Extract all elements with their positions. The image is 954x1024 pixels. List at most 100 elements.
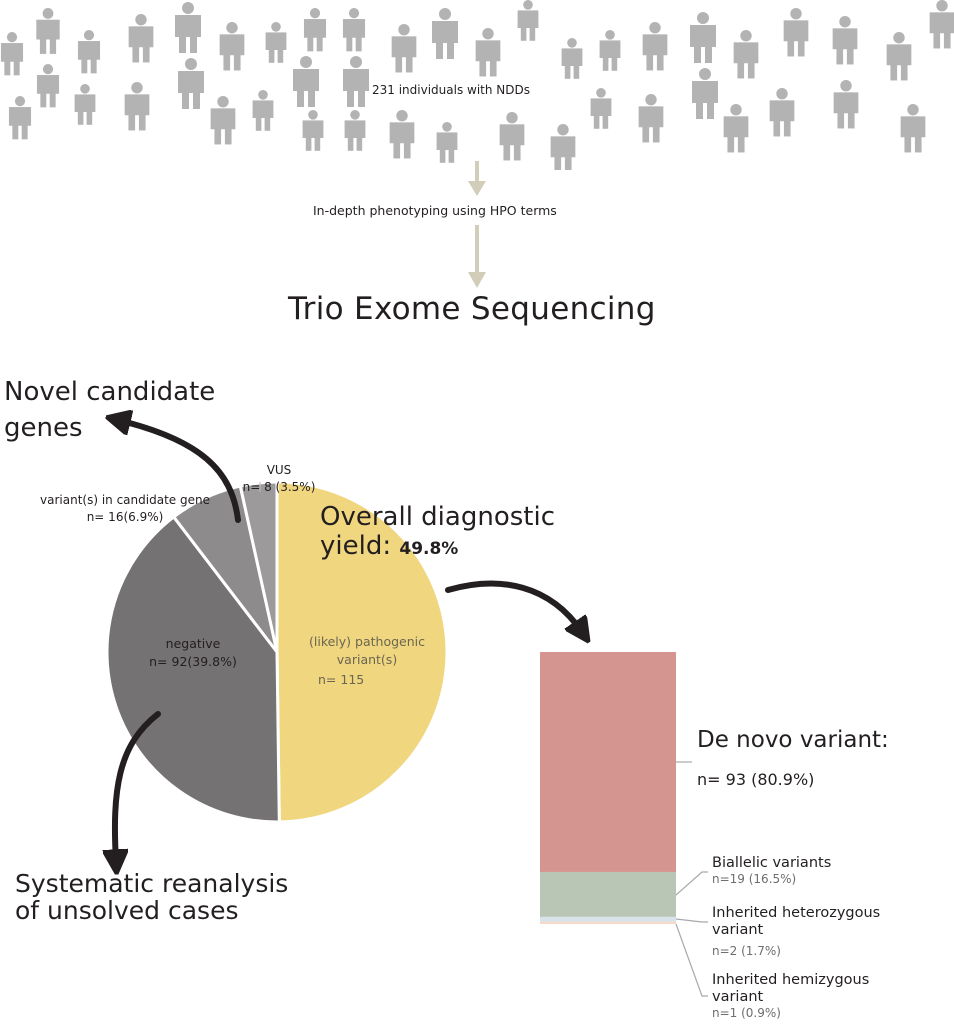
pie-slice-likely-pathogenic-variant-s bbox=[275, 480, 449, 824]
person-icon bbox=[175, 2, 201, 53]
heterozygous-count: n=2 (1.7%) bbox=[712, 944, 781, 958]
bar-segment-inherited-hemizygous-variant bbox=[540, 921, 676, 924]
person-icon bbox=[886, 32, 912, 81]
pie-label-candidate-gene: variant(s) in candidate gene n= 16(6.9%) bbox=[20, 492, 230, 526]
person-icon bbox=[265, 22, 287, 63]
person-icon bbox=[769, 88, 795, 137]
overall-yield-line-2: yield: 49.8% bbox=[320, 532, 555, 564]
hemizygous-title-line-1: Inherited hemizygous bbox=[712, 972, 870, 988]
person-icon bbox=[128, 14, 154, 63]
hemizygous-title-line-2: variant bbox=[712, 989, 764, 1005]
person-icon bbox=[590, 88, 612, 129]
pie-slice-vus bbox=[238, 480, 279, 654]
person-icon bbox=[833, 80, 859, 129]
flow-arrow-1 bbox=[468, 161, 486, 196]
person-icon bbox=[550, 124, 576, 170]
person-icon bbox=[293, 56, 319, 107]
pathogenic-title-line-2: variant(s) bbox=[336, 652, 398, 667]
heterozygous-title-line-1: Inherited heterozygous bbox=[712, 905, 881, 921]
person-icon bbox=[900, 104, 926, 153]
pie-label-negative: negative n= 92(39.8%) bbox=[128, 635, 258, 671]
bar-segment-de-novo-variant bbox=[540, 652, 676, 872]
person-icon bbox=[690, 12, 716, 63]
person-icon bbox=[36, 64, 60, 108]
person-icon bbox=[475, 28, 501, 77]
flow-arrow-1-head bbox=[468, 181, 486, 196]
person-icon bbox=[499, 112, 525, 161]
novel-genes-line-2: genes bbox=[4, 413, 83, 443]
cohort-people-icons bbox=[0, 0, 954, 170]
person-icon bbox=[74, 84, 96, 125]
person-icon bbox=[391, 24, 417, 73]
biallelic-title: Biallelic variants bbox=[712, 855, 832, 871]
person-icon bbox=[0, 32, 24, 76]
heterozygous-title-line-2: variant bbox=[712, 922, 764, 938]
hemizygous-leader-line bbox=[675, 923, 708, 997]
overall-yield-label: Overall diagnostic yield: 49.8% bbox=[320, 503, 555, 564]
denovo-title: De novo variant: bbox=[697, 727, 889, 753]
reanalysis-line-1: Systematic reanalysis bbox=[15, 869, 289, 898]
negative-title: negative bbox=[165, 636, 221, 651]
candidate-gene-count: n= 16(6.9%) bbox=[86, 510, 164, 524]
person-icon bbox=[638, 94, 664, 143]
pie-label-pathogenic: (likely) pathogenic variant(s) bbox=[292, 633, 442, 669]
person-icon bbox=[692, 68, 718, 119]
reanalysis-label: Systematic reanalysis of unsolved cases bbox=[15, 870, 288, 924]
person-icon bbox=[783, 8, 809, 57]
novel-genes-arrow bbox=[118, 420, 241, 523]
bar-segment-inherited-heterozygous-variant bbox=[540, 916, 676, 922]
phenotyping-step-label: In-depth phenotyping using HPO terms bbox=[313, 203, 557, 218]
person-icon bbox=[389, 110, 415, 159]
yield-to-bar-arrow bbox=[445, 580, 582, 632]
person-icon bbox=[929, 0, 954, 49]
diagnostic-outcome-pie-chart bbox=[105, 480, 449, 824]
pie-slice-negative bbox=[105, 515, 281, 824]
solved-cases-stacked-bar bbox=[540, 652, 676, 924]
vus-count: n= 8 (3.5%) bbox=[242, 480, 316, 494]
person-icon bbox=[517, 0, 539, 41]
novel-genes-line-1: Novel candidate bbox=[4, 377, 216, 407]
hemizygous-label: Inherited hemizygous variant n=1 (0.9%) bbox=[712, 972, 869, 1020]
negative-count: n= 92(39.8%) bbox=[149, 654, 237, 669]
flow-arrow-2-head bbox=[468, 272, 486, 288]
person-icon bbox=[733, 30, 759, 79]
vus-title: VUS bbox=[266, 463, 292, 477]
candidate-gene-title: variant(s) in candidate gene bbox=[40, 493, 210, 507]
person-icon bbox=[342, 8, 366, 52]
overall-yield-value: 49.8% bbox=[399, 539, 459, 559]
person-icon bbox=[210, 96, 236, 145]
person-icon bbox=[252, 90, 274, 131]
biallelic-leader-line bbox=[675, 871, 708, 896]
person-icon bbox=[344, 110, 366, 151]
overall-yield-prefix: yield: bbox=[320, 531, 392, 561]
person-icon bbox=[8, 96, 32, 140]
bar-segment-biallelic-variants bbox=[540, 871, 676, 917]
person-icon bbox=[436, 122, 458, 163]
flow-arrow-2 bbox=[468, 225, 486, 288]
biallelic-count: n=19 (16.5%) bbox=[712, 872, 797, 886]
overall-yield-line-1: Overall diagnostic bbox=[320, 502, 555, 532]
person-icon bbox=[77, 30, 101, 74]
hemizygous-count: n=1 (0.9%) bbox=[712, 1006, 781, 1020]
person-icon bbox=[561, 38, 583, 79]
novel-candidate-genes-label: Novel candidate genes bbox=[4, 374, 215, 446]
cohort-label: 231 individuals with NDDs bbox=[372, 83, 531, 97]
person-icon bbox=[219, 22, 245, 71]
reanalysis-line-2: of unsolved cases bbox=[15, 896, 239, 925]
reanalysis-arrow bbox=[115, 711, 161, 862]
biallelic-label: Biallelic variants n=19 (16.5%) bbox=[712, 855, 831, 886]
person-icon bbox=[178, 58, 204, 109]
person-icon bbox=[36, 8, 60, 54]
person-icon bbox=[302, 110, 324, 151]
pie-label-vus: VUS n= 8 (3.5%) bbox=[224, 462, 334, 496]
person-icon bbox=[343, 56, 369, 107]
pathogenic-count: n= 115 bbox=[318, 672, 365, 687]
person-icon bbox=[432, 8, 458, 59]
heterozygous-label: Inherited heterozygous variant n=2 (1.7%… bbox=[712, 905, 880, 958]
person-icon bbox=[303, 8, 327, 52]
heterozygous-leader-line bbox=[675, 918, 708, 923]
person-icon bbox=[599, 30, 621, 71]
pathogenic-title-line-1: (likely) pathogenic bbox=[309, 634, 425, 649]
sequencing-step-title: Trio Exome Sequencing bbox=[288, 291, 656, 327]
